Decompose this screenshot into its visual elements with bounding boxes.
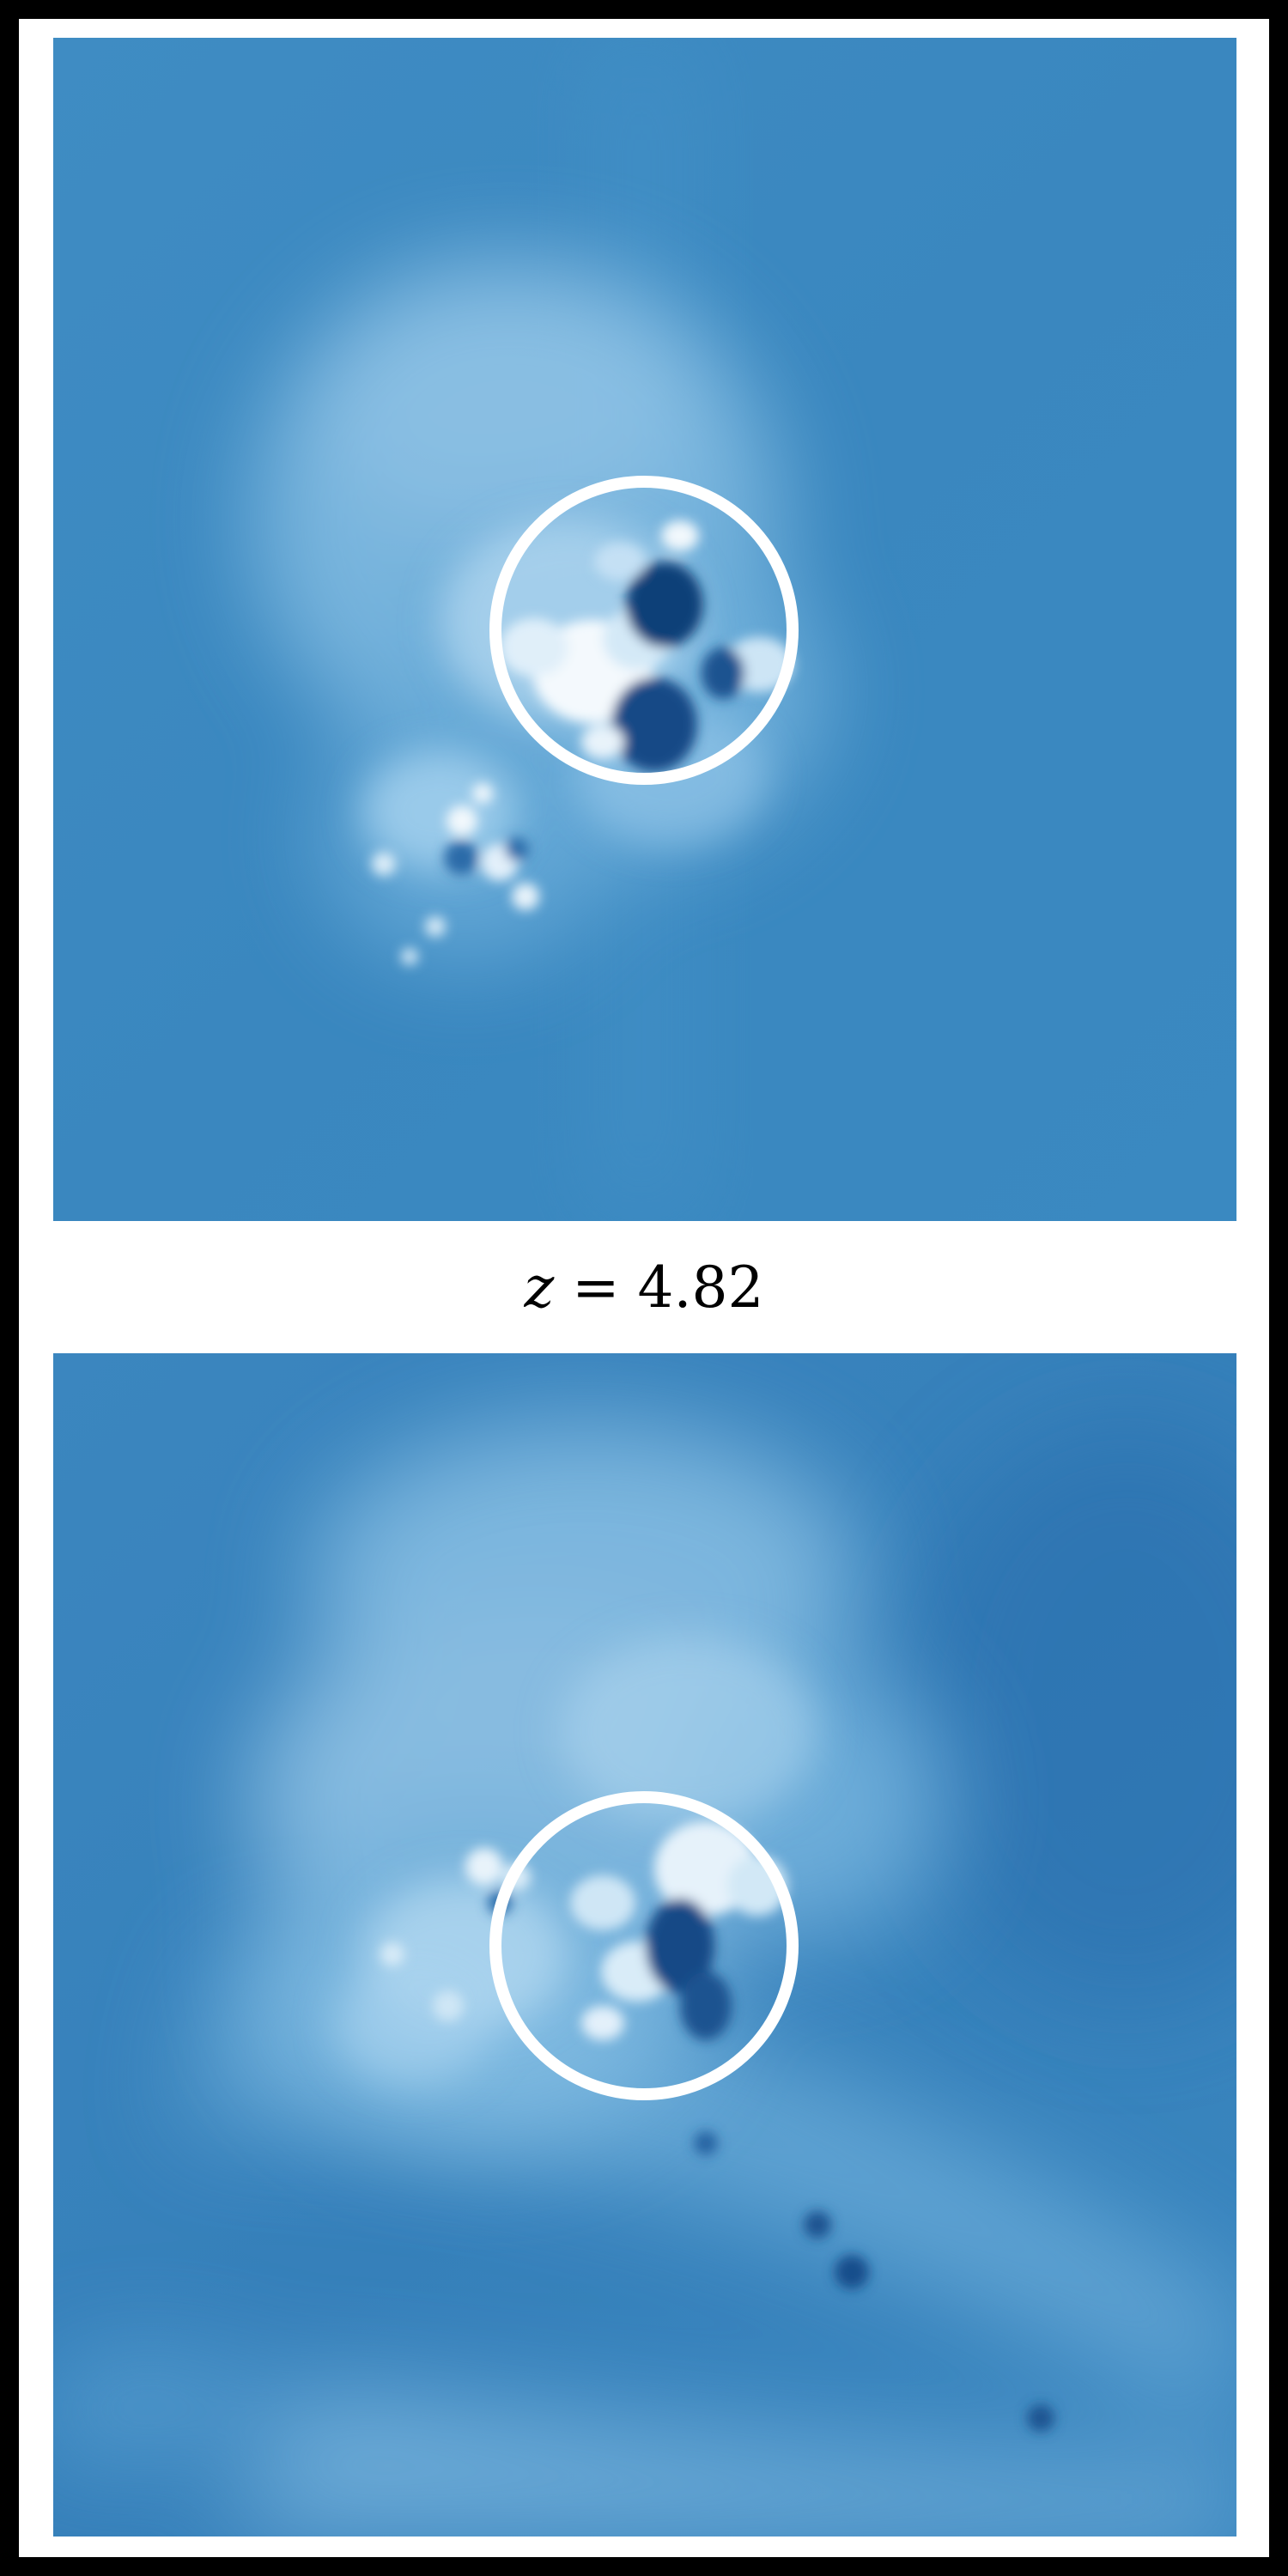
density-map-top <box>53 38 1236 1221</box>
redshift-label: z = 4.82 <box>19 1228 1269 1348</box>
central-structure <box>570 1821 787 2040</box>
gas-clumps <box>337 1637 817 2083</box>
simulation-map-bottom <box>53 1353 1236 2537</box>
aperture-ring <box>489 1791 799 2100</box>
dark-spots <box>694 2131 1054 2432</box>
figure-frame: z = 4.82 <box>19 19 1269 2557</box>
simulation-map-top <box>53 38 1236 1221</box>
redshift-equals: = <box>554 1255 638 1321</box>
aperture-ring <box>489 476 799 785</box>
central-structure <box>500 520 793 772</box>
density-map-bottom <box>53 1353 1236 2537</box>
redshift-variable: z <box>524 1255 555 1321</box>
bright-knots <box>372 783 539 965</box>
redshift-value: 4.82 <box>637 1255 764 1321</box>
